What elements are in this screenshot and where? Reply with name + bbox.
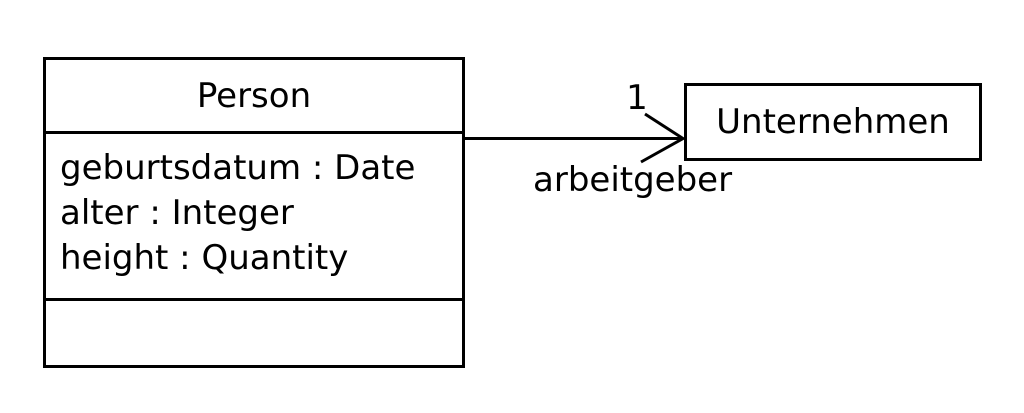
class-name-unternehmen: Unternehmen <box>716 102 950 142</box>
attribute-alter: alter : Integer <box>60 193 294 233</box>
association-multiplicity: 1 <box>626 78 648 118</box>
class-name-person: Person <box>196 75 312 116</box>
person-methods-compartment-empty <box>46 298 462 365</box>
class-node-person: Person geburtsdatum : Date alter : Integ… <box>43 57 465 368</box>
attribute-geburtsdatum: geburtsdatum : Date <box>60 148 416 188</box>
class-node-unternehmen: Unternehmen <box>684 83 982 161</box>
association-role-label: arbeitgeber <box>533 160 733 200</box>
open-arrowhead-icon <box>640 112 686 164</box>
person-attributes-compartment: geburtsdatum : Date alter : Integer heig… <box>46 131 462 298</box>
attribute-height: height : Quantity <box>60 238 349 278</box>
